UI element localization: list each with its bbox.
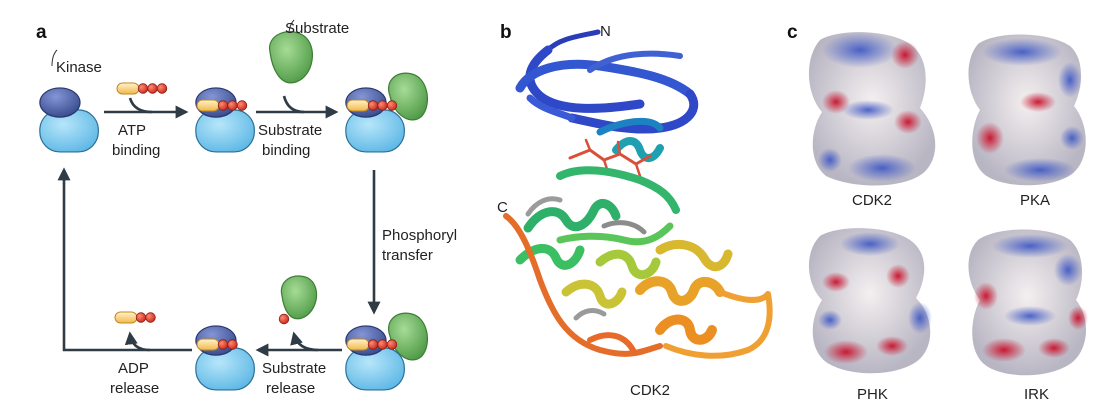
surface-label-irk: IRK bbox=[1024, 386, 1049, 403]
substrate-release-curve bbox=[290, 331, 319, 352]
panel-letter-a: a bbox=[36, 22, 47, 43]
kinase-state-1 bbox=[39, 49, 100, 153]
substrate-binding-label-line1: Substrate bbox=[258, 122, 322, 139]
kinase-label-leader bbox=[51, 49, 58, 67]
panel-a: a Kinase ATP binding Substra bbox=[36, 19, 457, 397]
panel-letter-c: c bbox=[787, 22, 798, 43]
kinase-state-5 bbox=[195, 325, 256, 391]
panel-c: c CDK2 PKA bbox=[787, 22, 1088, 403]
adp-molecule-free bbox=[114, 311, 156, 324]
substrate-label: Substrate bbox=[285, 20, 349, 37]
kinase-enzyme bbox=[39, 87, 100, 153]
kinase-state-2 bbox=[195, 87, 256, 153]
adp-release-label-line1: ADP bbox=[118, 360, 149, 377]
substrate-free bbox=[269, 31, 313, 84]
atp-binding-label-line2: binding bbox=[112, 142, 160, 159]
adp-release-label-line2: release bbox=[110, 380, 159, 397]
substrate-release-label-line1: Substrate bbox=[262, 360, 326, 377]
atp-binding-curve bbox=[128, 97, 153, 114]
cdk2-structure-label: CDK2 bbox=[630, 382, 670, 399]
c-terminus-label: C bbox=[497, 199, 508, 216]
surface-irk bbox=[968, 229, 1088, 376]
phosphoryl-transfer-label-line1: Phosphoryl bbox=[382, 227, 457, 244]
atp-molecule-free bbox=[116, 82, 168, 95]
cdk2-ribbon-structure bbox=[503, 29, 773, 359]
adp-release-curve bbox=[124, 331, 151, 352]
panel-b: b N C bbox=[497, 22, 773, 399]
kinase-state-3 bbox=[345, 72, 429, 153]
surface-cdk2 bbox=[808, 32, 936, 186]
substrate-label-leader bbox=[288, 19, 295, 33]
phosphoryl-transfer-label-line2: transfer bbox=[382, 247, 433, 264]
n-terminus-label: N bbox=[600, 23, 611, 40]
substrate-binding-label-line2: binding bbox=[262, 142, 310, 159]
kinase-label: Kinase bbox=[56, 59, 102, 76]
surface-label-cdk2: CDK2 bbox=[852, 192, 892, 209]
surface-phk bbox=[808, 228, 932, 374]
surface-label-phk: PHK bbox=[857, 386, 888, 403]
substrate-release-label-line2: release bbox=[266, 380, 315, 397]
surface-label-pka: PKA bbox=[1020, 192, 1050, 209]
substrate-binding-curve bbox=[282, 95, 305, 114]
substrate-phosphorylated bbox=[278, 275, 318, 325]
kinase-state-4 bbox=[345, 312, 429, 391]
panel-letter-b: b bbox=[500, 22, 512, 43]
surface-pka bbox=[968, 34, 1086, 186]
atp-binding-label-line1: ATP bbox=[118, 122, 146, 139]
